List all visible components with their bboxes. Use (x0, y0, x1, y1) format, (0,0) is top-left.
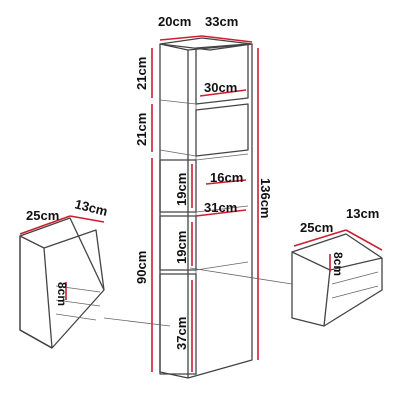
left-box-rail-1 (55, 285, 101, 293)
top-depth-line (159, 35, 203, 41)
bottom-door-front (159, 273, 197, 375)
drawer-depth-line (205, 179, 247, 185)
shelf-divider-2 (159, 149, 197, 157)
label-right-box-h: 8cm (331, 252, 345, 276)
label-shelf-h1: 21cm (134, 57, 149, 90)
right-box-d-line (345, 229, 383, 251)
label-top-width: 33cm (205, 14, 238, 29)
label-lower-h: 90cm (134, 251, 149, 284)
label-left-box-h: 8cm (55, 282, 69, 306)
right-box-rail-1 (331, 271, 379, 285)
top-width-line (201, 35, 253, 43)
label-left-box-w: 25cm (26, 208, 59, 223)
open-shelf-1 (195, 43, 249, 105)
label-bottom-door-h: 37cm (174, 317, 189, 350)
label-shelf-h2: 21cm (134, 113, 149, 146)
label-shelf-w: 30cm (204, 80, 237, 95)
shelf-w-line (199, 89, 247, 97)
cabinet-top-front-edge (159, 43, 189, 51)
label-drawer-w: 31cm (204, 200, 237, 215)
drawer-top-edge (195, 153, 249, 161)
cabinet-right-panel (187, 43, 253, 379)
right-box-body (291, 233, 383, 327)
label-top-depth: 20cm (158, 14, 191, 29)
label-left-box-d: 13cm (73, 196, 109, 219)
drawer-front-2 (159, 215, 197, 271)
label-drawer-h1: 19cm (174, 173, 189, 206)
left-box-rail-3 (55, 313, 97, 321)
right-box-rail-2 (331, 285, 379, 299)
left-box-front (19, 235, 53, 349)
label-total-h: 136cm (258, 178, 273, 218)
left-box-d-line (69, 215, 105, 223)
left-box-w-line (19, 215, 71, 235)
shelf-divider-1 (159, 99, 197, 105)
label-drawer-h2: 19cm (174, 231, 189, 264)
right-box-callout (189, 267, 293, 285)
left-box-rail-2 (55, 299, 101, 307)
left-box-callout (103, 317, 171, 327)
label-right-box-w: 25cm (300, 220, 333, 235)
label-drawer-depth: 16cm (210, 170, 243, 185)
drawer-mid-edge (195, 205, 249, 213)
right-box-front-edge (323, 269, 331, 327)
drawer-low-edge (195, 261, 249, 271)
left-box-back (43, 229, 105, 291)
label-right-box-d: 13cm (346, 206, 379, 221)
tall-cabinet (151, 35, 259, 379)
open-shelf-2 (195, 103, 249, 157)
right-box-w-line (293, 229, 347, 247)
left-drawer-box (19, 215, 171, 349)
drawer-w-line (195, 209, 247, 217)
right-drawer-box (189, 229, 383, 327)
drawer-front-1 (159, 159, 197, 213)
